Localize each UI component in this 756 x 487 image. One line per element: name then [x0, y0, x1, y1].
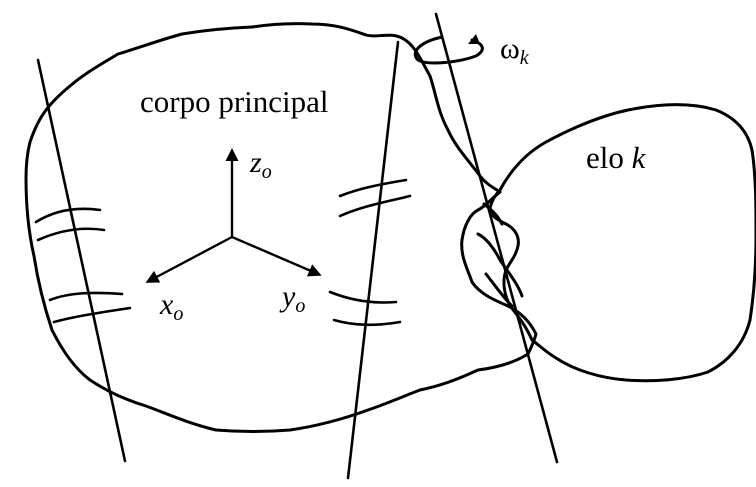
- link-k-label: elo k: [586, 140, 647, 175]
- axis-z-letter: z: [249, 146, 262, 179]
- axis-z-label: zo: [249, 146, 272, 183]
- left-bearing-marks: [34, 207, 132, 324]
- main-body-label: corpo principal: [140, 84, 329, 119]
- omega-subscript: k: [520, 47, 530, 69]
- coordinate-frame: [145, 148, 322, 283]
- middle-bearing-marks: [328, 178, 412, 327]
- axis-y-label: yo: [279, 280, 305, 317]
- link-k-symbol: k: [632, 140, 647, 175]
- omega-symbol: ω: [500, 32, 520, 65]
- joint-inner-contour: [476, 202, 524, 308]
- rotation-arrow: [413, 35, 484, 65]
- axis-y-letter: y: [279, 280, 296, 313]
- left-shaft: [36, 58, 127, 463]
- axis-x-label: xo: [159, 288, 183, 325]
- middle-shaft: [346, 40, 400, 480]
- axis-x-subscript: o: [173, 303, 183, 325]
- right-shaft: [434, 12, 559, 464]
- link-k-prefix: elo: [586, 140, 632, 175]
- link-k-outline: [488, 103, 756, 383]
- axis-y-subscript: o: [295, 295, 305, 317]
- omega-k-label: ωk: [500, 32, 530, 69]
- rotation-arrowhead: [468, 34, 480, 44]
- axis-x-letter: x: [159, 288, 174, 321]
- axis-z-subscript: o: [262, 161, 272, 183]
- main-body-outline: [24, 22, 538, 433]
